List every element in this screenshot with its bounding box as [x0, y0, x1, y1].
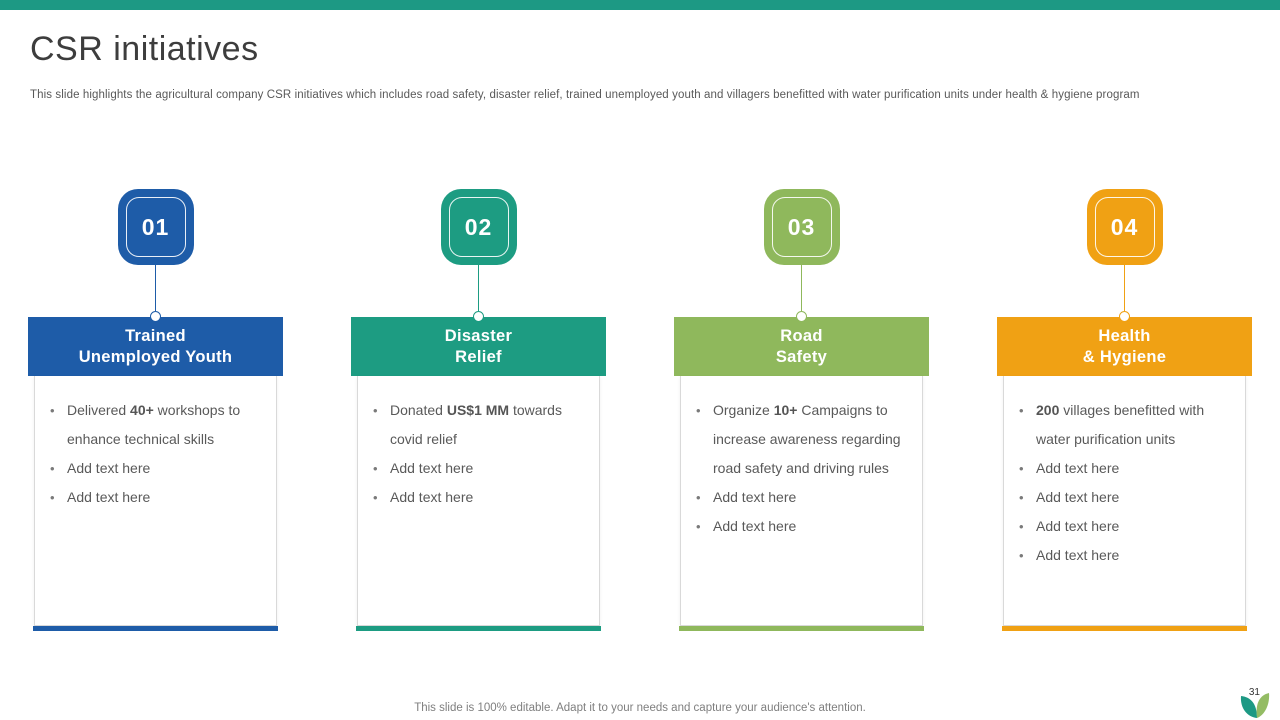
category-title-line1: Disaster — [444, 326, 513, 345]
connector-line — [1124, 265, 1125, 311]
number-badge: 03 — [763, 189, 840, 265]
number-badge: 02 — [440, 189, 517, 265]
bullet-item: Add text here — [360, 483, 591, 512]
category-title-line1: Trained — [125, 326, 186, 345]
csr-column: 01 Trained Unemployed Youth Delivered 40… — [28, 189, 283, 631]
bullet-item: Add text here — [683, 512, 914, 541]
bullet-item: 200 villages benefitted with water purif… — [1006, 396, 1237, 454]
csr-column: 04 Health & Hygiene 200 villages benefit… — [997, 189, 1252, 631]
connector-line — [801, 265, 802, 311]
category-title-line1: Road — [780, 326, 823, 345]
category-title-line2: & Hygiene — [1082, 347, 1167, 366]
csr-column: 03 Road Safety Organize 10+ Campaigns to… — [674, 189, 929, 631]
badge-number-label: 01 — [141, 213, 170, 240]
card-bottom-accent — [679, 626, 924, 631]
bullet-item: Donated US$1 MM towards covid relief — [360, 396, 591, 454]
top-accent-bar — [0, 0, 1280, 10]
category-header: Road Safety — [674, 317, 929, 376]
bullet-item: Add text here — [1006, 483, 1237, 512]
connector-circle — [796, 311, 807, 322]
slide-subtitle: This slide highlights the agricultural c… — [30, 89, 1140, 101]
category-title-line2: Safety — [775, 347, 828, 366]
category-title-line2: Unemployed Youth — [78, 347, 233, 366]
bullet-item: Add text here — [37, 454, 268, 483]
category-card-body: Donated US$1 MM towards covid reliefAdd … — [357, 376, 600, 626]
connector-line — [155, 265, 156, 311]
number-badge: 01 — [117, 189, 194, 265]
page-title: CSR initiatives — [30, 30, 259, 68]
connector-circle — [150, 311, 161, 322]
bullet-item: Add text here — [360, 454, 591, 483]
bullet-list: Delivered 40+ workshops to enhance techn… — [37, 396, 268, 512]
leaf-logo-icon — [1240, 693, 1270, 718]
bullet-list: 200 villages benefitted with water purif… — [1006, 396, 1237, 570]
bullet-item: Add text here — [683, 483, 914, 512]
bullet-list: Organize 10+ Campaigns to increase aware… — [683, 396, 914, 541]
category-card-body: Organize 10+ Campaigns to increase aware… — [680, 376, 923, 626]
connector-line — [478, 265, 479, 311]
connector-circle — [1119, 311, 1130, 322]
card-bottom-accent — [1002, 626, 1247, 631]
badge-number-label: 04 — [1110, 213, 1139, 240]
bullet-item: Add text here — [1006, 541, 1237, 570]
badge-number-label: 03 — [787, 213, 816, 240]
bullet-list: Donated US$1 MM towards covid reliefAdd … — [360, 396, 591, 512]
csr-column: 02 Disaster Relief Donated US$1 MM towar… — [351, 189, 606, 631]
card-bottom-accent — [33, 626, 278, 631]
csr-columns: 01 Trained Unemployed Youth Delivered 40… — [28, 189, 1252, 631]
category-title-line2: Relief — [455, 347, 502, 366]
page-number: 31 — [1248, 687, 1260, 698]
category-header: Trained Unemployed Youth — [28, 317, 283, 376]
badge-number-label: 02 — [464, 213, 493, 240]
category-card-body: Delivered 40+ workshops to enhance techn… — [34, 376, 277, 626]
bullet-item: Add text here — [37, 483, 268, 512]
bullet-item: Add text here — [1006, 454, 1237, 483]
bullet-item: Add text here — [1006, 512, 1237, 541]
category-card-body: 200 villages benefitted with water purif… — [1003, 376, 1246, 626]
number-badge: 04 — [1086, 189, 1163, 265]
bullet-item: Organize 10+ Campaigns to increase aware… — [683, 396, 914, 483]
connector-circle — [473, 311, 484, 322]
category-header: Health & Hygiene — [997, 317, 1252, 376]
bullet-item: Delivered 40+ workshops to enhance techn… — [37, 396, 268, 454]
category-title-line1: Health — [1098, 326, 1151, 345]
category-header: Disaster Relief — [351, 317, 606, 376]
footer-note: This slide is 100% editable. Adapt it to… — [414, 702, 866, 714]
card-bottom-accent — [356, 626, 601, 631]
